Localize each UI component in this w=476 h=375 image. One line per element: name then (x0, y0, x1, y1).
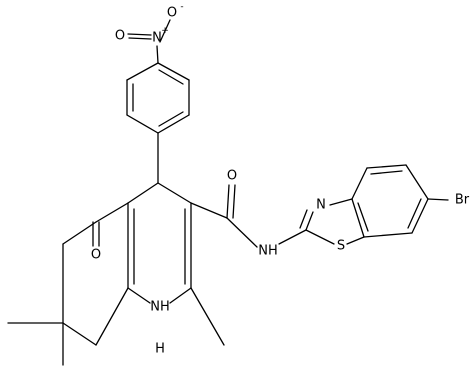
bond-ph-1-inner (158, 69, 184, 85)
atom-amide-nh: NH (258, 244, 278, 259)
bond-c4-c5 (366, 164, 407, 169)
bond-c4-c5-inner (370, 170, 403, 175)
bond-ph-3-inner (158, 111, 184, 127)
bond-ph-6 (126, 62, 159, 81)
atom-bromine: Br (455, 193, 470, 208)
bond-ph-3 (157, 114, 190, 134)
carboxamide-group (190, 184, 307, 248)
bond-camide-o-double (232, 184, 236, 219)
bond-ph-1 (157, 62, 190, 81)
bond-c6-c7-inner (407, 198, 422, 229)
bond-c2-methyl (190, 287, 225, 346)
bond-nitro-n-ring (156, 45, 159, 64)
atom-amide-o: O (227, 169, 237, 184)
bond-c7-c7a (363, 232, 413, 238)
bond-c5-c6 (62, 221, 97, 245)
bond-c4a-c5 (95, 202, 129, 223)
benzothiazole-group (299, 164, 449, 245)
bond-n1-c2 (169, 287, 192, 304)
bond-c4-c4a (127, 182, 159, 204)
atom-ring-nh: NH (150, 300, 170, 315)
bond-c2bt-n3-double (299, 209, 308, 229)
bond-c8a-n1 (127, 287, 151, 304)
bond-c6-br (427, 198, 449, 201)
atom-nitro-o-left: O (115, 29, 125, 44)
bond-c2bt-n3 (305, 211, 314, 231)
bond-nh-c2bt (278, 229, 307, 245)
atom-nitro-o-top: O (167, 6, 177, 21)
bond-c3a-c7a (351, 198, 365, 238)
bond-nitro-n-o-left-double (128, 37, 152, 40)
bond-c3a-c4 (351, 167, 368, 200)
atom-ketone-o: O (91, 248, 101, 263)
atom-thiazole-s: S (337, 239, 345, 254)
bond-nitro-n-o-top (159, 19, 171, 43)
bond-c8-c8a (95, 287, 129, 346)
bond-s-c2bt (305, 229, 335, 245)
bond-camide-o (226, 184, 230, 219)
bond-c3-c4 (157, 182, 192, 204)
bond-c7a-s (346, 236, 365, 245)
quinoline-core (7, 182, 225, 366)
atom-thiazole-n: N (316, 198, 326, 213)
bond-n3-c3a (329, 198, 353, 206)
bond-c3-camide (190, 202, 228, 219)
atom-labels: O - O N + O O NH NH H N S Br (91, 2, 470, 357)
bond-c7-c8 (62, 322, 97, 346)
atom-nitro-n: N (152, 31, 162, 46)
atom-ring-h: H (155, 342, 165, 357)
bond-nitro-n-o-left (127, 33, 152, 36)
bond-c3a-c7a-inner (357, 202, 369, 232)
bond-c5-c6 (405, 164, 429, 200)
atom-nitro-o-top-charge: - (180, 2, 183, 12)
nitrophenyl-group (126, 19, 190, 184)
bond-camide-nh (226, 217, 258, 248)
atom-nitro-n-charge: + (161, 26, 169, 36)
bond-ph-4 (126, 114, 159, 134)
bond-c6-c7 (411, 198, 429, 234)
